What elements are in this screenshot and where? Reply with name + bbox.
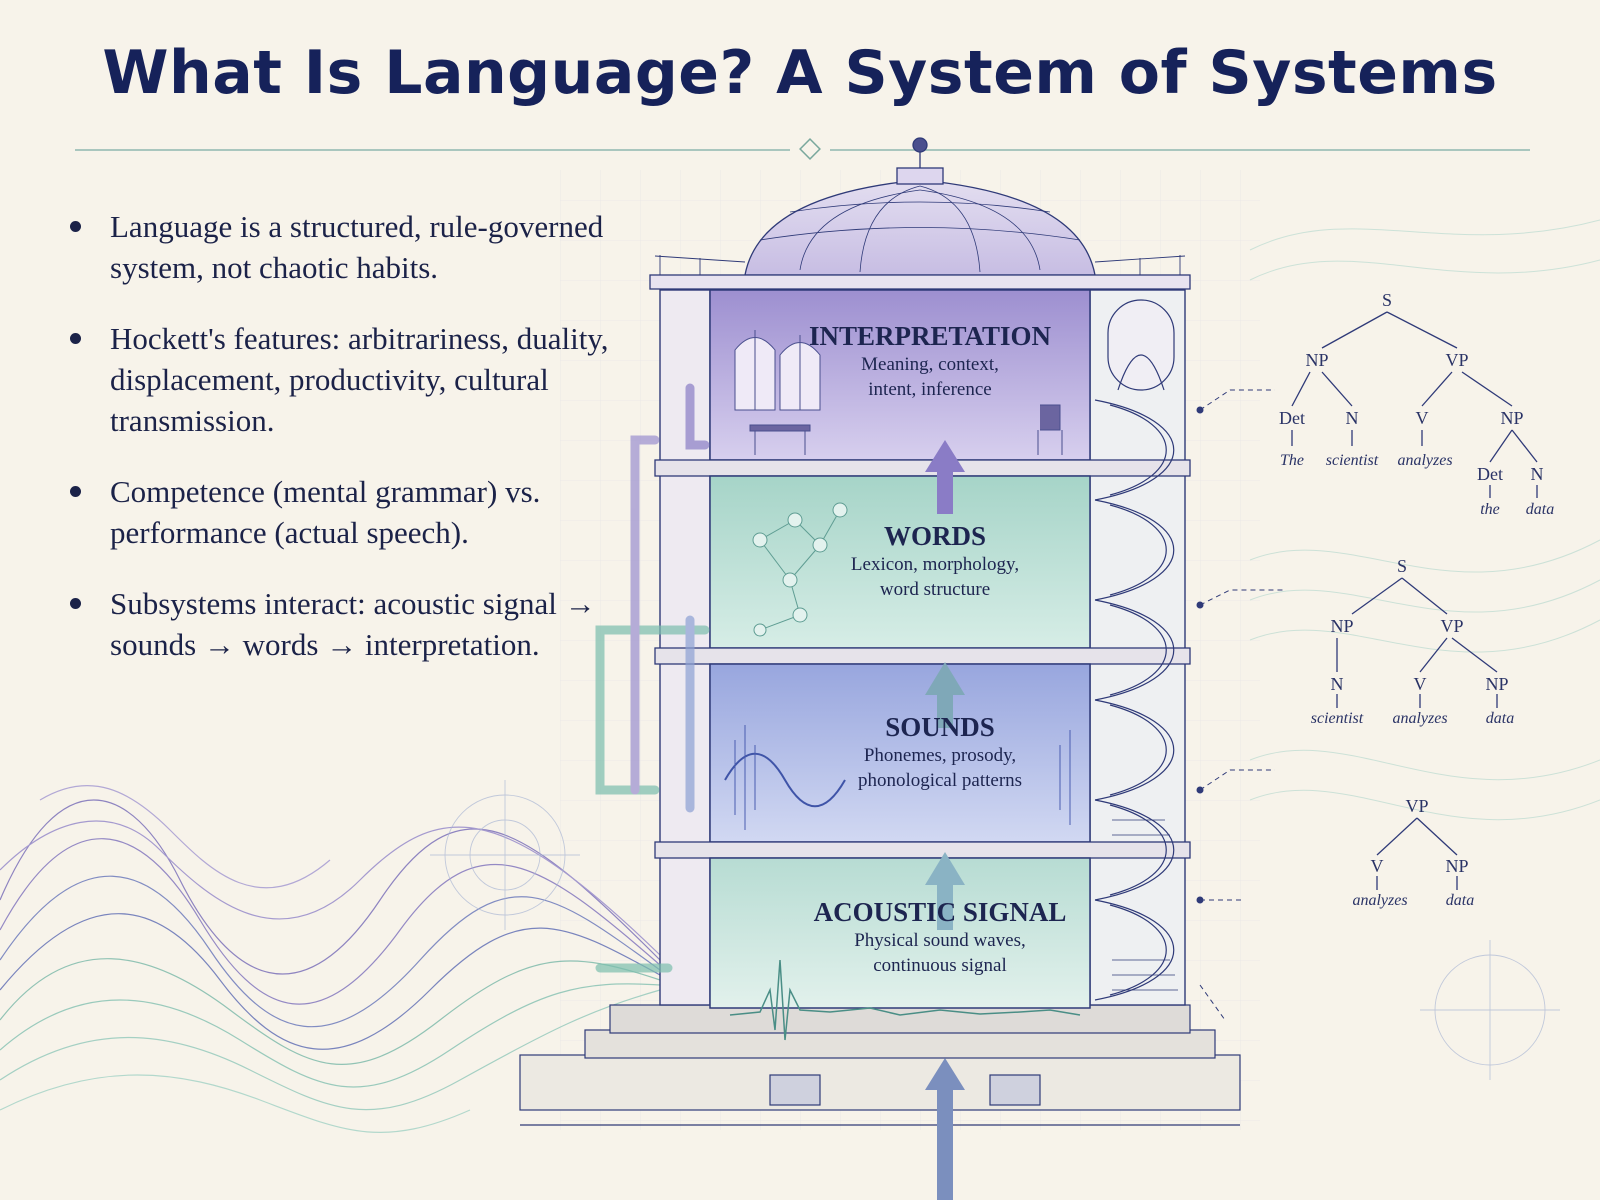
- tree2-word-data: data: [1485, 710, 1515, 727]
- bullet-dot: [70, 333, 81, 344]
- signal-pipes: [595, 383, 710, 973]
- level-desc: Lexicon, morphology,: [850, 554, 1020, 575]
- tree1-n: N: [1345, 408, 1359, 428]
- level-title: INTERPRETATION: [808, 321, 1052, 351]
- tree2-n: N: [1330, 674, 1344, 694]
- tree1-vp: VP: [1445, 350, 1469, 370]
- spiral-staircase: [1094, 299, 1178, 1001]
- level-desc: phonological patterns: [857, 770, 1023, 791]
- level-desc: intent, inference: [868, 379, 992, 400]
- tree3-v: V: [1370, 856, 1384, 876]
- flow-arrows: [925, 440, 965, 1200]
- tree3-np: NP: [1445, 856, 1469, 876]
- level-acoustic: ACOUSTIC SIGNAL Physical sound waves, co…: [795, 896, 1085, 978]
- tree1-s: S: [1381, 290, 1393, 310]
- floor-slab-3: [654, 841, 1191, 859]
- level-desc: Meaning, context,: [861, 354, 999, 375]
- floor-slab-2: [654, 647, 1191, 665]
- tree2-word-scientist: scientist: [1310, 710, 1364, 727]
- sound-wave-field: [0, 785, 661, 1133]
- tree2-lines: [1336, 577, 1498, 708]
- lexicon-network: [752, 502, 848, 637]
- sounds-waveform: [724, 752, 846, 808]
- tree3-word-data: data: [1445, 892, 1475, 909]
- tree1-det2: Det: [1477, 464, 1503, 484]
- bullet-item: Subsystems interact: acoustic signal → s…: [62, 583, 622, 665]
- bullet-text: Subsystems interact: acoustic signal → s…: [110, 586, 596, 662]
- bullet-dot: [70, 486, 81, 497]
- tree1-np2: NP: [1500, 408, 1524, 428]
- level-title: ACOUSTIC SIGNAL: [813, 897, 1067, 927]
- level-title: SOUNDS: [885, 712, 995, 742]
- level-title: WORDS: [883, 521, 986, 551]
- level-interpretation-chamber: [709, 289, 1091, 461]
- tree2-vp: VP: [1440, 616, 1464, 636]
- acoustic-waveform: [729, 959, 1081, 1041]
- bullet-text: Competence (mental grammar) vs. performa…: [110, 474, 541, 550]
- tree3-vp: VP: [1405, 796, 1429, 816]
- tree2-word-analyzes: analyzes: [1392, 710, 1448, 727]
- tree1-np: NP: [1305, 350, 1329, 370]
- leader-lines: [1199, 389, 1285, 1021]
- tree2-v: V: [1413, 674, 1427, 694]
- tree1-word-the: The: [1280, 452, 1304, 469]
- bullet-list: Language is a structured, rule-governed …: [62, 206, 622, 695]
- level-words-chamber: [709, 475, 1091, 649]
- bullet-item: Language is a structured, rule-governed …: [62, 206, 622, 288]
- level-desc: word structure: [879, 579, 991, 600]
- bullet-item: Competence (mental grammar) vs. performa…: [62, 471, 622, 553]
- tree2-np: NP: [1330, 616, 1354, 636]
- title-divider: [75, 138, 1530, 160]
- tree1-lines: [1291, 311, 1538, 498]
- bullet-item: Hockett's features: arbitrariness, duali…: [62, 318, 622, 441]
- tree2-s: S: [1396, 556, 1408, 576]
- right-wave-backdrop: [1249, 219, 1600, 821]
- level-desc: Physical sound waves,: [854, 930, 1026, 951]
- level-words: WORDS Lexicon, morphology, word structur…: [800, 520, 1070, 602]
- tree3-lines: [1376, 817, 1458, 890]
- tree1-word-data: data: [1525, 501, 1555, 518]
- level-acoustic-chamber: [709, 857, 1091, 1041]
- level-interpretation: INTERPRETATION Meaning, context, intent,…: [790, 320, 1070, 402]
- tree1-word-analyzes: analyzes: [1397, 452, 1453, 469]
- page-title: What Is Language? A System of Systems: [102, 38, 1498, 108]
- bullet-text: Language is a structured, rule-governed …: [110, 209, 604, 285]
- level-sounds-chamber: [709, 663, 1091, 843]
- tree1-word-scientist: scientist: [1325, 452, 1379, 469]
- bullet-dot: [70, 598, 81, 609]
- tree2-np2: NP: [1485, 674, 1509, 694]
- level-desc: continuous signal: [873, 955, 1007, 976]
- tower-foundation: [519, 1004, 1241, 1126]
- tree3-word-analyzes: analyzes: [1352, 892, 1408, 909]
- bullet-text: Hockett's features: arbitrariness, duali…: [110, 321, 609, 438]
- bullet-dot: [70, 221, 81, 232]
- level-sounds: SOUNDS Phonemes, prosody, phonological p…: [805, 711, 1075, 793]
- level-desc: Phonemes, prosody,: [863, 745, 1017, 766]
- tree1-det: Det: [1279, 408, 1305, 428]
- tree1-word-the2: the: [1480, 501, 1500, 518]
- floor-slab-1: [654, 459, 1191, 477]
- tree1-v: V: [1415, 408, 1429, 428]
- compass-sketch: [430, 780, 1560, 1080]
- tower-dome: [649, 137, 1191, 290]
- tree1-n2: N: [1530, 464, 1544, 484]
